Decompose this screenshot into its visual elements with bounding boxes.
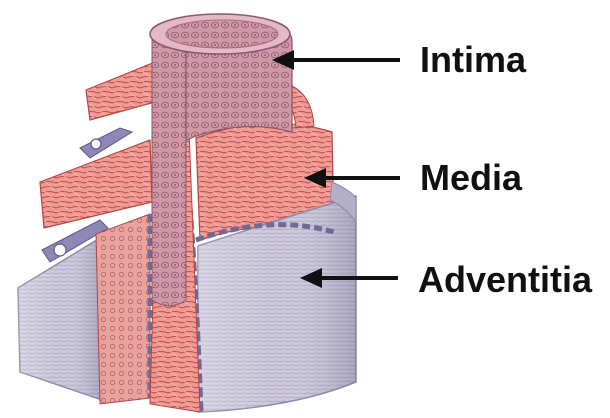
adventitia-left-sheet	[18, 238, 102, 400]
media-label: Media	[420, 158, 522, 198]
intima-arrow	[272, 50, 400, 70]
adventitia-label: Adventitia	[418, 260, 592, 300]
intima-label: Intima	[420, 40, 526, 80]
